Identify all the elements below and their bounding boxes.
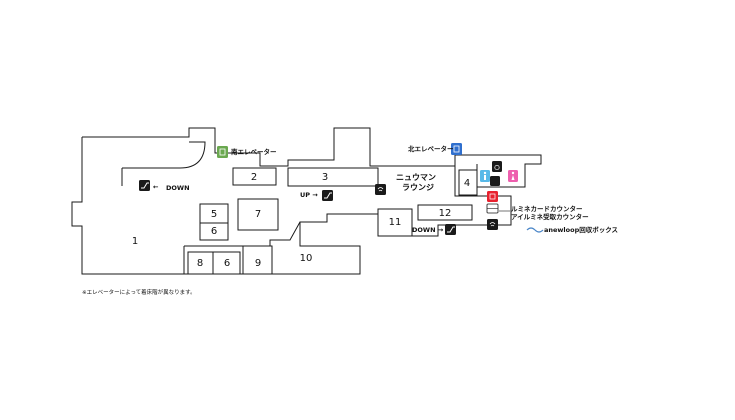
restroom-male-icon: [480, 170, 490, 182]
room-11: [377, 208, 413, 237]
baby-icon: [490, 176, 500, 186]
room-5-label: 5: [211, 209, 217, 220]
north-elevator-icon: [451, 143, 462, 155]
up-label: UP →: [300, 191, 318, 199]
card-icon: [487, 191, 498, 202]
escalator-down-icon: [445, 224, 456, 235]
room-8-label: 8: [197, 258, 203, 269]
anewloop-label: anewloop回収ボックス: [544, 225, 618, 234]
restroom-area: [476, 164, 525, 188]
wifi-icon-2: [487, 219, 498, 230]
north-elevator-label: 北エレベーター: [408, 144, 454, 153]
room-6: [199, 222, 229, 241]
left-arrow: ←: [153, 183, 159, 191]
lounge-label-line1: ニュウマン: [396, 173, 436, 182]
down-right-label: DOWN →: [412, 226, 444, 234]
left-wing-outline: [71, 127, 378, 275]
room-9: [242, 245, 273, 275]
footnote: ※エレベーターによって着床階が異なります。: [82, 288, 196, 296]
room-7-label: 7: [255, 209, 261, 220]
room-6b: [212, 251, 241, 275]
wheelchair-icon: [492, 161, 502, 172]
room-7: [237, 198, 279, 231]
room-11-label: 11: [389, 217, 402, 228]
south-elevator-icon: [217, 146, 228, 158]
room-12: [417, 204, 473, 221]
room-10-label: 10: [300, 253, 313, 264]
room-4-label: 4: [464, 178, 470, 189]
room-2: [232, 167, 277, 186]
anewloop-icon: [526, 227, 544, 233]
room-3-label: 3: [322, 172, 328, 183]
escalator-up-icon: [322, 190, 333, 201]
room-2-label: 2: [251, 172, 257, 183]
room-3: [287, 167, 379, 187]
lounge-label-line2: ラウンジ: [402, 183, 434, 192]
room-6-label: 6: [211, 226, 217, 237]
restroom-female-icon: [508, 170, 518, 182]
inner-curve: [122, 141, 206, 169]
wifi-icon: [375, 184, 386, 195]
south-elevator-label: 南エレベーター: [231, 147, 277, 156]
room-9-label: 9: [255, 258, 261, 269]
room-12-label: 12: [439, 208, 452, 219]
locker-icon: [486, 203, 499, 214]
room-1-label: 1: [132, 236, 138, 247]
down-left-label: DOWN: [166, 184, 190, 192]
escalator-icon: [139, 180, 150, 191]
room-6b-label: 6: [224, 258, 230, 269]
counter-label-line1: ルミネカードカウンター: [511, 204, 583, 213]
counter-label-line2: アイルミネ受取カウンター: [511, 212, 589, 221]
